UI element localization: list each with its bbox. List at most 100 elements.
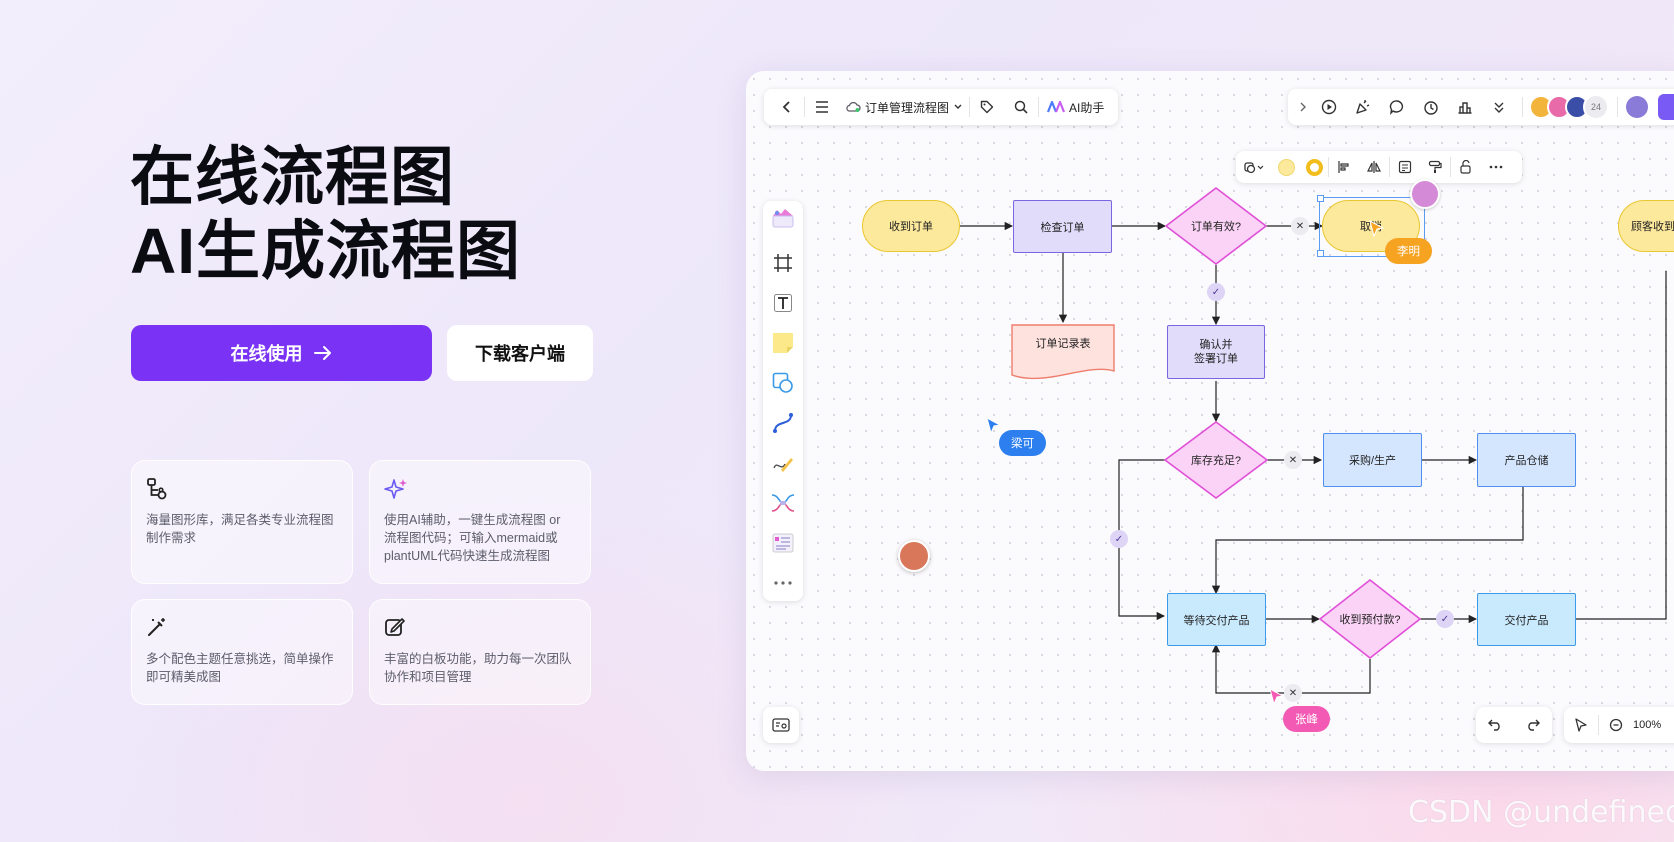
whiteboard-preview: 订单管理流程图 AI助手: [746, 71, 1674, 771]
redo-button[interactable]: [1516, 708, 1550, 742]
resize-handle[interactable]: [1317, 195, 1324, 202]
no-badge: ✕: [1284, 451, 1302, 469]
cursor-label-liming: 李明: [1385, 238, 1432, 264]
document-shape[interactable]: [1011, 324, 1115, 380]
node-deliver[interactable]: 交付产品: [1477, 593, 1576, 646]
template-icon: [772, 209, 794, 228]
arrow-right-icon: [313, 346, 331, 360]
zoom-level[interactable]: 100%: [1633, 719, 1662, 731]
lock-button[interactable]: [1451, 150, 1481, 184]
minimap-button[interactable]: [763, 707, 799, 743]
ai-assistant-button[interactable]: AI助手: [1039, 99, 1112, 116]
collaborator-avatar: [898, 540, 930, 572]
doc-title-dropdown[interactable]: 订单管理流程图: [839, 99, 969, 116]
present-button[interactable]: [1312, 90, 1346, 124]
shape-type-button[interactable]: [1236, 150, 1272, 184]
double-chevron-down-icon: [1494, 102, 1504, 113]
feature-card-shapes: 海量图形库，满足各类专业流程图制作需求: [131, 460, 353, 584]
format-painter-button[interactable]: [1420, 150, 1450, 184]
text-style-button[interactable]: [1390, 150, 1420, 184]
collaborator-count: 24: [1583, 94, 1609, 120]
pen-tool[interactable]: [771, 451, 795, 475]
menu-button[interactable]: [805, 90, 839, 124]
more-options-button[interactable]: [1481, 150, 1511, 184]
back-button[interactable]: [770, 90, 804, 124]
chevron-left-icon: [782, 101, 790, 113]
collaborator-avatars[interactable]: 24: [1529, 94, 1609, 120]
node-product-warehouse[interactable]: 产品仓储: [1477, 433, 1576, 487]
download-client-button[interactable]: 下载客户端: [447, 325, 593, 381]
select-tool-button[interactable]: [1564, 708, 1598, 742]
yes-badge: ✓: [1207, 283, 1225, 301]
search-button[interactable]: [1004, 90, 1038, 124]
template-library-button[interactable]: [771, 207, 795, 231]
user-avatar[interactable]: [1626, 96, 1648, 118]
node-prepay-label: 收到预付款?: [1339, 614, 1401, 626]
zoom-out-button[interactable]: [1599, 708, 1633, 742]
undo-button[interactable]: [1478, 708, 1512, 742]
celebrate-button[interactable]: [1346, 90, 1380, 124]
decision-shape[interactable]: [1164, 186, 1268, 266]
sticky-note-icon: [773, 333, 793, 353]
align-button[interactable]: [1329, 150, 1359, 184]
search-icon: [1014, 100, 1028, 114]
fill-color-button[interactable]: [1272, 150, 1300, 184]
mindmap-icon: [771, 494, 795, 512]
mindmap-tool[interactable]: [771, 491, 795, 515]
decision-shape[interactable]: [1318, 578, 1422, 660]
history-controls: [1476, 707, 1552, 743]
sticky-note-tool[interactable]: [771, 331, 795, 355]
timer-button[interactable]: [1414, 90, 1448, 124]
feature-text: 海量图形库，满足各类专业流程图制作需求: [146, 513, 334, 545]
resize-handle[interactable]: [1317, 250, 1324, 257]
podium-icon: [1458, 102, 1472, 114]
collapse-button[interactable]: [1294, 90, 1312, 124]
pen-icon: [773, 458, 793, 472]
divider: [1389, 157, 1390, 177]
more-horizontal-icon: [774, 581, 792, 585]
divider: [1328, 157, 1329, 177]
node-check-order[interactable]: 检查订单: [1013, 200, 1112, 253]
frame-icon: [774, 254, 792, 272]
shape-icon: [772, 372, 793, 393]
shapes-icon: [1244, 162, 1264, 174]
use-online-button[interactable]: 在线使用: [131, 325, 432, 381]
table-icon: [772, 533, 794, 553]
redo-icon: [1528, 719, 1540, 731]
node-customer-receive[interactable]: 顾客收到: [1618, 200, 1674, 252]
more-expand-button[interactable]: [1482, 90, 1516, 124]
table-tool[interactable]: [771, 531, 795, 555]
minimap-icon: [772, 718, 790, 732]
hero-title-line2: AI生成流程图: [130, 215, 521, 287]
vote-button[interactable]: [1448, 90, 1482, 124]
connector-tool[interactable]: [771, 411, 795, 435]
divider: [804, 97, 805, 117]
node-confirm-sign[interactable]: 确认并 签署订单: [1167, 325, 1265, 379]
edit-board-icon: [384, 616, 576, 642]
undo-icon: [1488, 719, 1500, 731]
more-tools-button[interactable]: [771, 571, 795, 595]
shape-tool[interactable]: [771, 371, 795, 395]
decision-shape[interactable]: [1163, 421, 1269, 499]
border-color-button[interactable]: [1300, 150, 1328, 184]
node-label: 确认并: [1199, 339, 1233, 351]
cursor-pointer-icon: [986, 417, 1002, 435]
hero-title: 在线流程图 AI生成流程图: [130, 140, 521, 288]
yes-badge: ✓: [1110, 530, 1128, 548]
node-purchase[interactable]: 采购/生产: [1323, 433, 1422, 487]
node-receive-order[interactable]: 收到订单: [862, 200, 960, 252]
flip-button[interactable]: [1359, 150, 1389, 184]
tag-button[interactable]: [970, 90, 1004, 124]
node-wait-delivery[interactable]: 等待交付产品: [1167, 593, 1266, 646]
selection-box: [1319, 197, 1425, 257]
connector: [1211, 487, 1524, 595]
download-client-label: 下载客户端: [475, 344, 565, 364]
text-tool[interactable]: [771, 291, 795, 315]
format-toolbar: [1236, 151, 1522, 183]
feature-card-theme: 多个配色主题任意挑选，简单操作即可精美成图: [131, 599, 353, 705]
divider: [1598, 715, 1599, 735]
share-button[interactable]: [1658, 94, 1674, 120]
text-icon: [774, 294, 792, 312]
comment-button[interactable]: [1380, 90, 1414, 124]
frame-tool[interactable]: [771, 251, 795, 275]
